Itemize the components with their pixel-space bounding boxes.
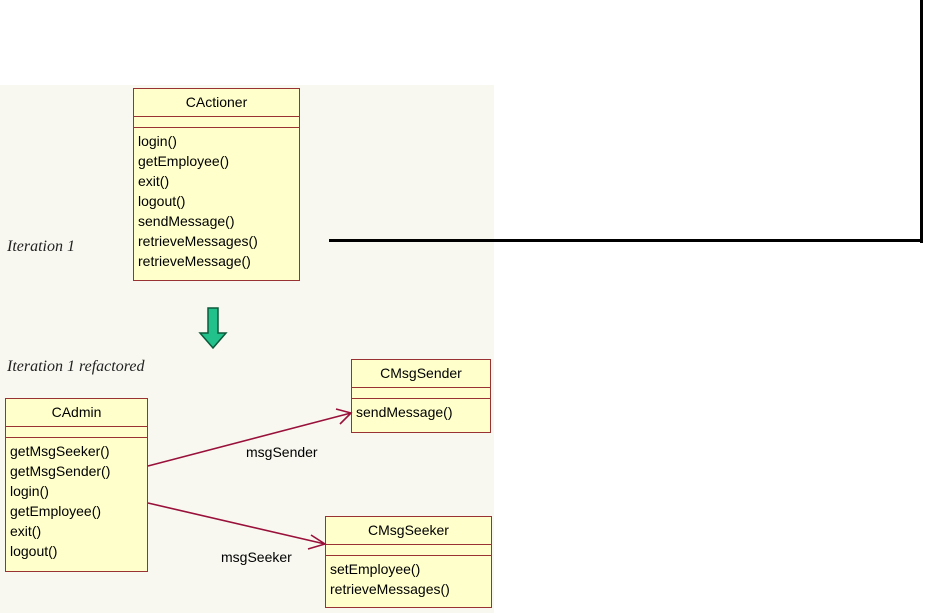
operation: exit() <box>10 523 42 539</box>
operations-compartment: getMsgSeeker() getMsgSender() login() ge… <box>6 438 147 563</box>
operation: getMsgSeeker() <box>10 443 110 459</box>
class-name: CAdmin <box>6 399 147 427</box>
operations-compartment: sendMessage() <box>352 399 490 424</box>
operation: login() <box>138 133 177 149</box>
operation: retrieveMessages() <box>138 233 258 249</box>
operation: retrieveMessage() <box>138 253 251 269</box>
operation: login() <box>10 483 49 499</box>
operation: getEmployee() <box>10 503 102 519</box>
operation: exit() <box>138 173 170 189</box>
class-cactioner: CActioner login() getEmployee() exit() l… <box>133 88 300 281</box>
horizontal-border-line <box>329 239 923 242</box>
attributes-compartment <box>6 427 147 438</box>
iteration-1-label: Iteration 1 <box>7 238 75 255</box>
operation: logout() <box>138 193 186 209</box>
class-cmsgsender: CMsgSender sendMessage() <box>351 359 491 433</box>
attributes-compartment <box>326 545 491 556</box>
iteration-1-refactored-label: Iteration 1 refactored <box>7 358 145 375</box>
vertical-border-line <box>920 0 923 243</box>
attributes-compartment <box>134 117 299 128</box>
operation: retrieveMessages() <box>330 581 450 597</box>
operation: getEmployee() <box>138 153 230 169</box>
refactor-down-arrow-icon <box>198 307 228 350</box>
operation: setEmployee() <box>330 561 421 577</box>
class-name: CMsgSeeker <box>326 517 491 545</box>
association-msgsender <box>147 408 353 467</box>
association-label-msgsender: msgSender <box>246 444 318 460</box>
association-msgseeker <box>147 502 327 550</box>
class-name: CMsgSender <box>352 360 490 388</box>
operation: sendMessage() <box>138 213 235 229</box>
class-name: CActioner <box>134 89 299 117</box>
operation: getMsgSender() <box>10 463 111 479</box>
attributes-compartment <box>352 388 490 399</box>
class-cmsgseeker: CMsgSeeker setEmployee() retrieveMessage… <box>325 516 492 608</box>
operation: logout() <box>10 543 58 559</box>
operations-compartment: setEmployee() retrieveMessages() <box>326 556 491 601</box>
class-cadmin: CAdmin getMsgSeeker() getMsgSender() log… <box>5 398 148 572</box>
operations-compartment: login() getEmployee() exit() logout() se… <box>134 128 299 273</box>
operation: sendMessage() <box>356 404 453 420</box>
association-label-msgseeker: msgSeeker <box>221 549 292 565</box>
